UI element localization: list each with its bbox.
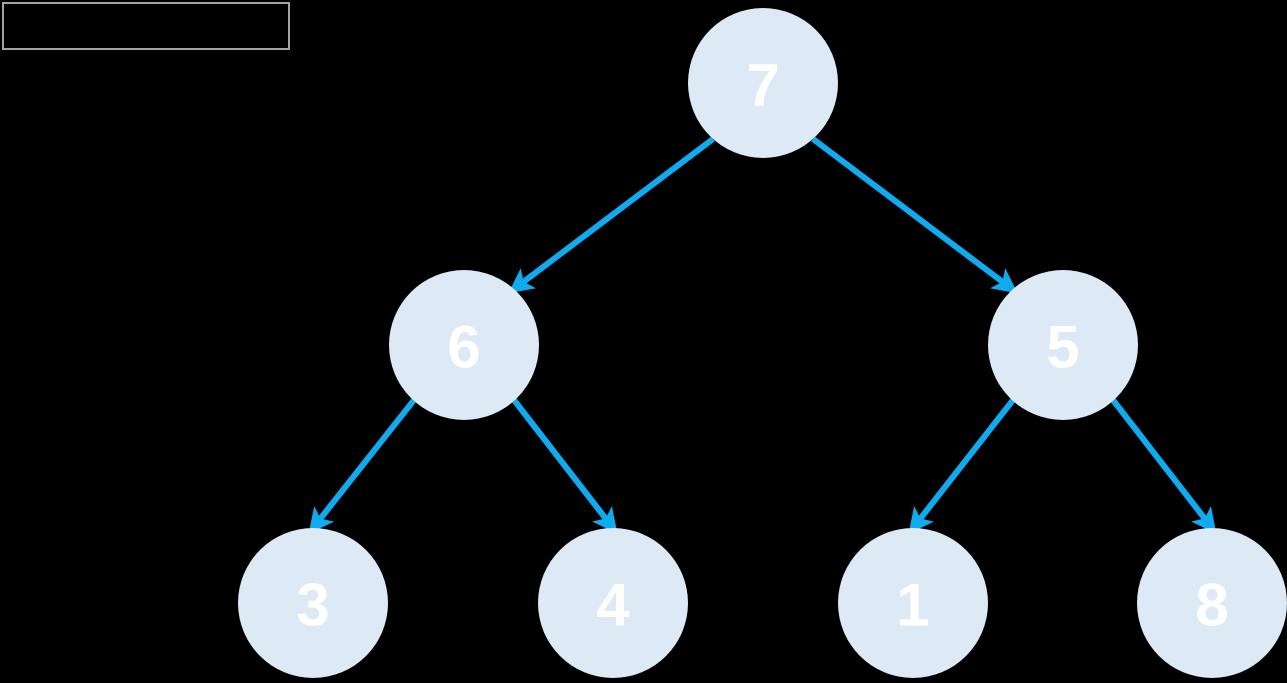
tree-edge-n7-to-n5 [811,136,1018,294]
node-circle-6[interactable] [389,270,539,420]
tree-node-8[interactable]: 8 [1137,528,1287,678]
node-label-4: 4 [596,572,630,639]
tree-edge-n6-to-n3 [308,398,417,534]
node-circle-4[interactable] [538,528,688,678]
node-circle-7[interactable] [688,8,838,158]
tree-node-7[interactable]: 7 [688,8,838,158]
node-circle-1[interactable] [838,528,988,678]
node-label-3: 3 [296,572,329,639]
tree-edge-n5-to-n8 [1110,398,1217,534]
tree-node-4[interactable]: 4 [538,528,688,678]
tree-node-5[interactable]: 5 [988,270,1138,420]
tree-edge-n6-to-n4 [511,398,618,534]
node-label-7: 7 [746,52,779,119]
node-layer: 7 6 5 3 4 1 8 [238,8,1287,678]
node-circle-3[interactable] [238,528,388,678]
tree-node-3[interactable]: 3 [238,528,388,678]
node-label-8: 8 [1195,572,1228,639]
tree-node-1[interactable]: 1 [838,528,988,678]
node-circle-5[interactable] [988,270,1138,420]
node-label-1: 1 [896,572,929,639]
tree-node-6[interactable]: 6 [389,270,539,420]
info-box[interactable] [2,2,290,50]
tree-edge-n5-to-n1 [908,398,1016,534]
node-circle-8[interactable] [1137,528,1287,678]
node-label-6: 6 [447,314,480,381]
edge-layer [308,136,1217,534]
tree-edge-n7-to-n6 [508,136,715,294]
node-label-5: 5 [1046,314,1079,381]
